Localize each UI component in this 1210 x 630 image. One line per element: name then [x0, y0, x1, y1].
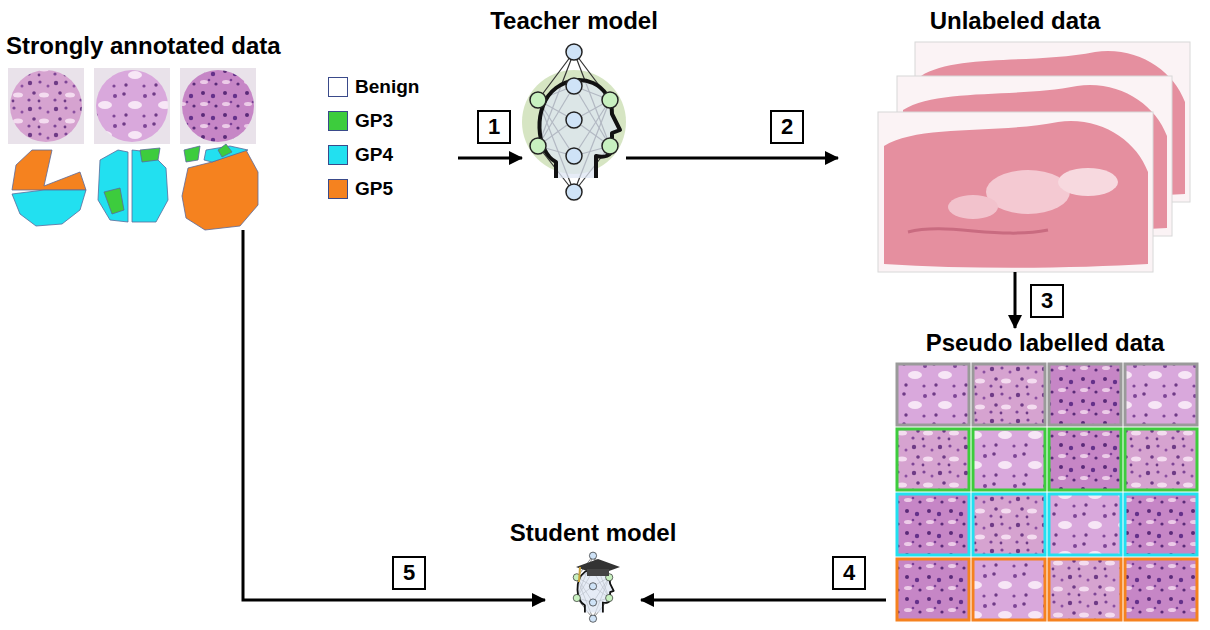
illustration-part: [98, 150, 128, 222]
illustration-part: [1125, 429, 1197, 490]
node-heading: Strongly annotated data: [6, 31, 281, 61]
legend-label: GP3: [355, 110, 393, 132]
step-number: 4: [832, 556, 866, 590]
legend-entry: GP4: [328, 138, 419, 172]
flow-arrow: [243, 230, 545, 600]
illustration-part: [1049, 559, 1121, 620]
teacher-model: Teacher model: [522, 40, 626, 208]
legend-label: GP5: [355, 178, 393, 200]
illustration-part: [973, 559, 1045, 620]
legend-swatch: [328, 179, 348, 199]
illustration-part: [1125, 559, 1197, 620]
legend-swatch: [328, 111, 348, 131]
illustration-part: [897, 494, 969, 555]
step-number: 5: [392, 556, 426, 590]
teacher-icon: [522, 44, 626, 200]
tissue-cores: [8, 68, 256, 144]
illustration-part: [897, 494, 1197, 555]
node-heading: Pseudo labelled data: [926, 328, 1165, 358]
illustration-part: [1049, 364, 1121, 425]
slide-stack: [878, 42, 1190, 272]
flow-arrow: [641, 599, 886, 602]
illustration-part: [1125, 364, 1197, 425]
flow-arrow: [1014, 272, 1017, 328]
illustration-part: [973, 429, 1045, 490]
pseudo-labelled-group: Pseudo labelled data: [886, 328, 1204, 626]
flow-arrow: [458, 157, 522, 160]
illustration-part: [897, 429, 969, 490]
illustration-part: [579, 567, 580, 582]
illustration-part: [897, 559, 969, 620]
legend-entry: GP3: [328, 104, 419, 138]
illustration-part: [1049, 494, 1121, 555]
illustration-part: [8, 68, 84, 144]
illustration-part: [184, 146, 200, 162]
unlabeled-data-group: Unlabeled data: [838, 40, 1192, 272]
illustration-part: [897, 364, 969, 425]
illustration-part: [12, 150, 86, 190]
illustration-part: [897, 429, 1197, 490]
illustration-part: [897, 364, 1197, 425]
illustration-part: [1049, 429, 1121, 490]
illustration-part: [897, 559, 1197, 620]
illustration-part: [96, 70, 168, 142]
legend-entry: Benign: [328, 70, 419, 104]
node-heading: Teacher model: [490, 6, 658, 36]
illustration-part: [104, 188, 124, 214]
illustration-part: [1125, 494, 1197, 555]
student-icon: [573, 552, 620, 622]
legend-swatch: [328, 145, 348, 165]
node-heading: Student model: [510, 518, 677, 548]
illustration-part: [218, 144, 232, 157]
illustration-part: [530, 44, 620, 200]
legend-entry: GP5: [328, 172, 419, 206]
illustration-part: [973, 364, 1045, 425]
student-model: Student model: [545, 552, 641, 626]
legend: BenignGP3GP4GP5: [328, 70, 419, 206]
illustration-part: [140, 148, 160, 162]
illustration-part: [878, 112, 1153, 272]
illustration-part: [182, 150, 258, 230]
illustration-part: [973, 494, 1045, 555]
illustration-part: [10, 70, 82, 142]
step-number: 1: [477, 110, 511, 144]
step-number: 3: [1030, 284, 1064, 318]
illustration-part: [94, 68, 170, 144]
illustration-part: [587, 569, 609, 576]
step-number: 2: [770, 110, 804, 144]
flow-arrow: [626, 157, 838, 160]
patch-grid: [897, 364, 1197, 620]
node-heading: Unlabeled data: [930, 6, 1101, 36]
legend-swatch: [328, 77, 348, 97]
illustration-part: [12, 190, 86, 226]
annotation-masks: [12, 144, 258, 230]
illustration-part: [180, 68, 256, 144]
legend-label: GP4: [355, 144, 393, 166]
legend-label: Benign: [355, 76, 419, 98]
illustration-part: [576, 559, 620, 575]
illustration-part: [182, 70, 254, 142]
